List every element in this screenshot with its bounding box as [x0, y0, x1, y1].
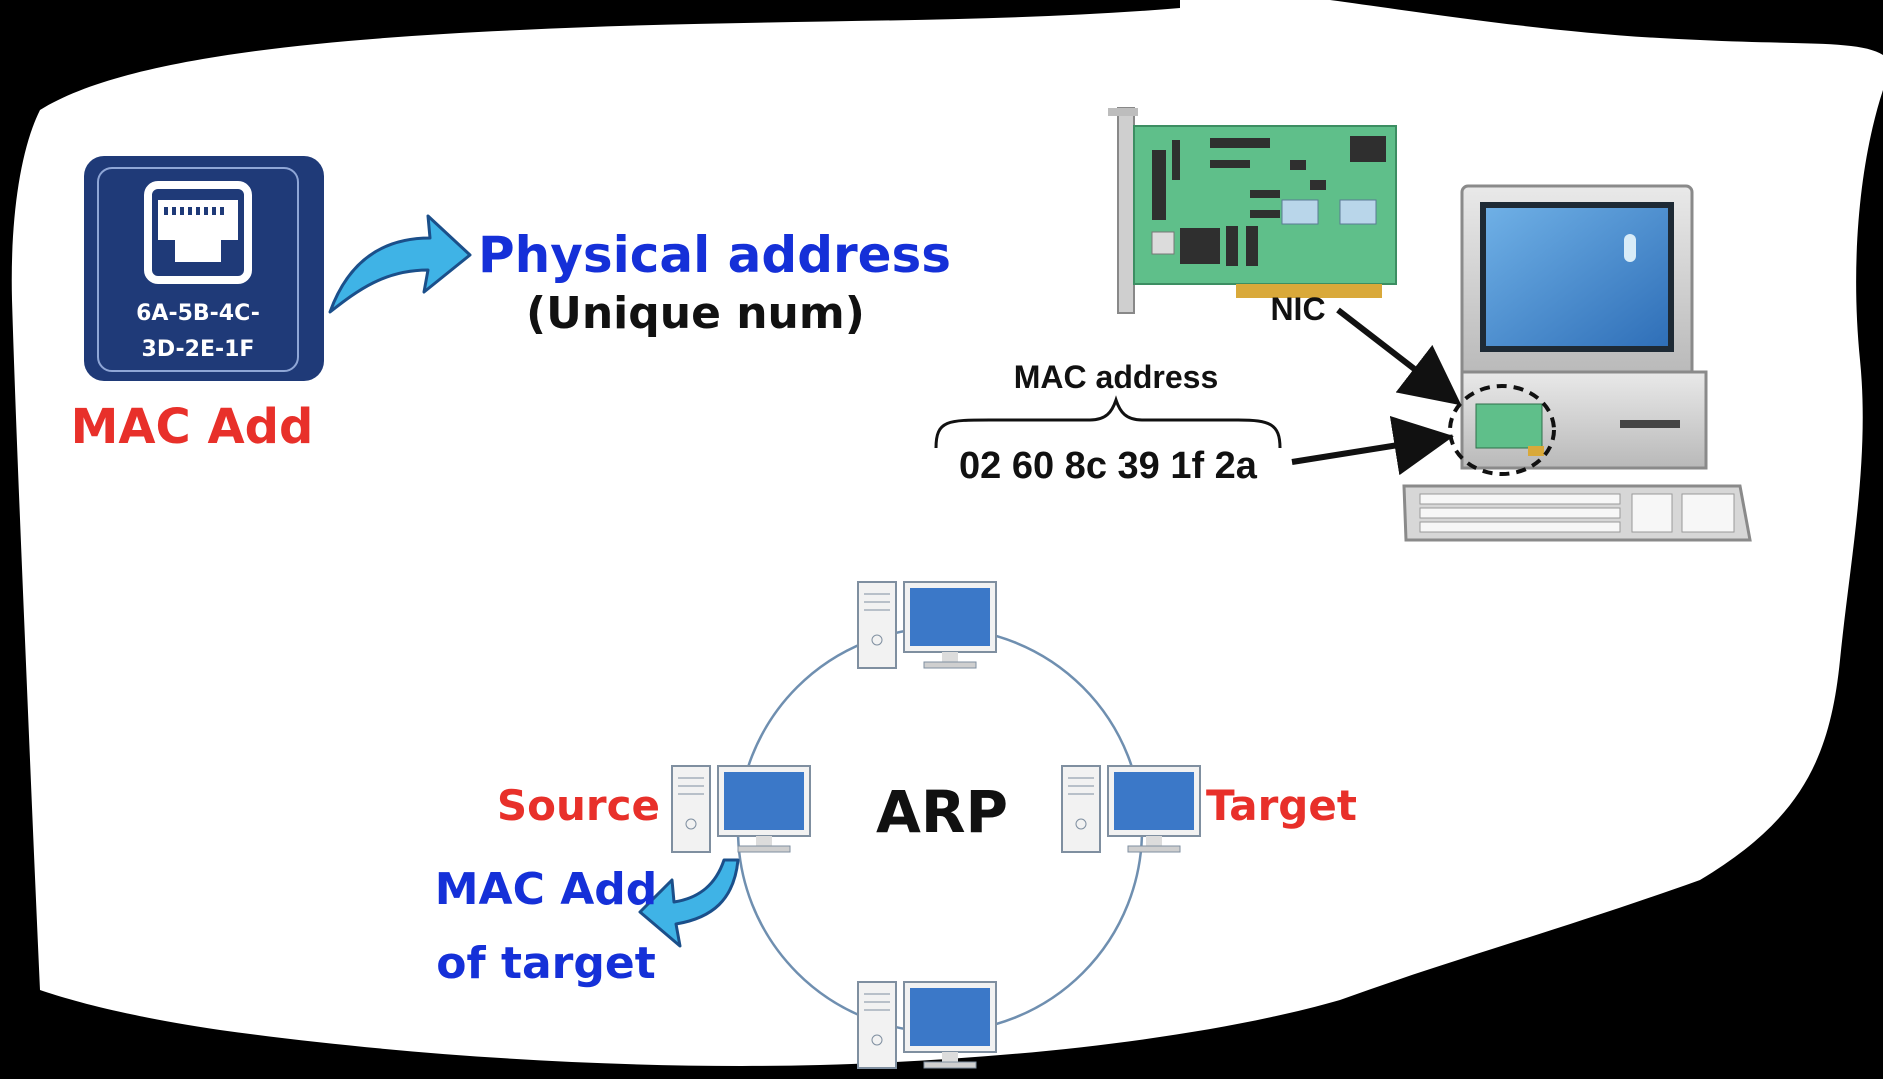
mac-of-target-line-2: of target	[436, 938, 655, 989]
ethernet-port-icon	[144, 181, 252, 284]
mac-badge-line-2: 3D-2E-1F	[142, 337, 255, 362]
computer-source-icon	[671, 765, 811, 853]
mac-badge: 6A-5B-4C- 3D-2E-1F	[84, 156, 324, 381]
desktop-computer-icon	[1402, 184, 1752, 542]
mac-address-brace	[934, 395, 1282, 449]
curved-arrow-icon	[328, 214, 472, 314]
nic-label: NIC	[1270, 291, 1325, 327]
mac-pointer-arrow	[1291, 415, 1454, 476]
nic-pointer-arrow	[1336, 307, 1462, 406]
mac-add-caption: MAC Add	[71, 399, 314, 455]
nic-highlight-circle	[1448, 384, 1556, 476]
computer-bottom-icon	[857, 981, 997, 1069]
mac-of-target-line-1: MAC Add	[435, 864, 658, 915]
curved-arrow-down-icon	[638, 858, 740, 948]
physical-address-title: Physical address	[478, 226, 951, 284]
mac-address-value: 02 60 8c 39 1f 2a	[959, 445, 1258, 487]
physical-address-subtitle: (Unique num)	[526, 288, 865, 339]
mac-address-label: MAC address	[1014, 359, 1219, 395]
arp-source-label: Source	[497, 781, 660, 830]
nic-card-icon	[1108, 107, 1397, 314]
mac-badge-line-1: 6A-5B-4C-	[136, 301, 260, 326]
computer-target-icon	[1061, 765, 1201, 853]
computer-top-icon	[857, 581, 997, 669]
paper-sheet	[11, 0, 1883, 1066]
arp-target-label: Target	[1206, 781, 1357, 830]
badge-border	[97, 167, 299, 372]
arp-center-label: ARP	[876, 778, 1008, 846]
